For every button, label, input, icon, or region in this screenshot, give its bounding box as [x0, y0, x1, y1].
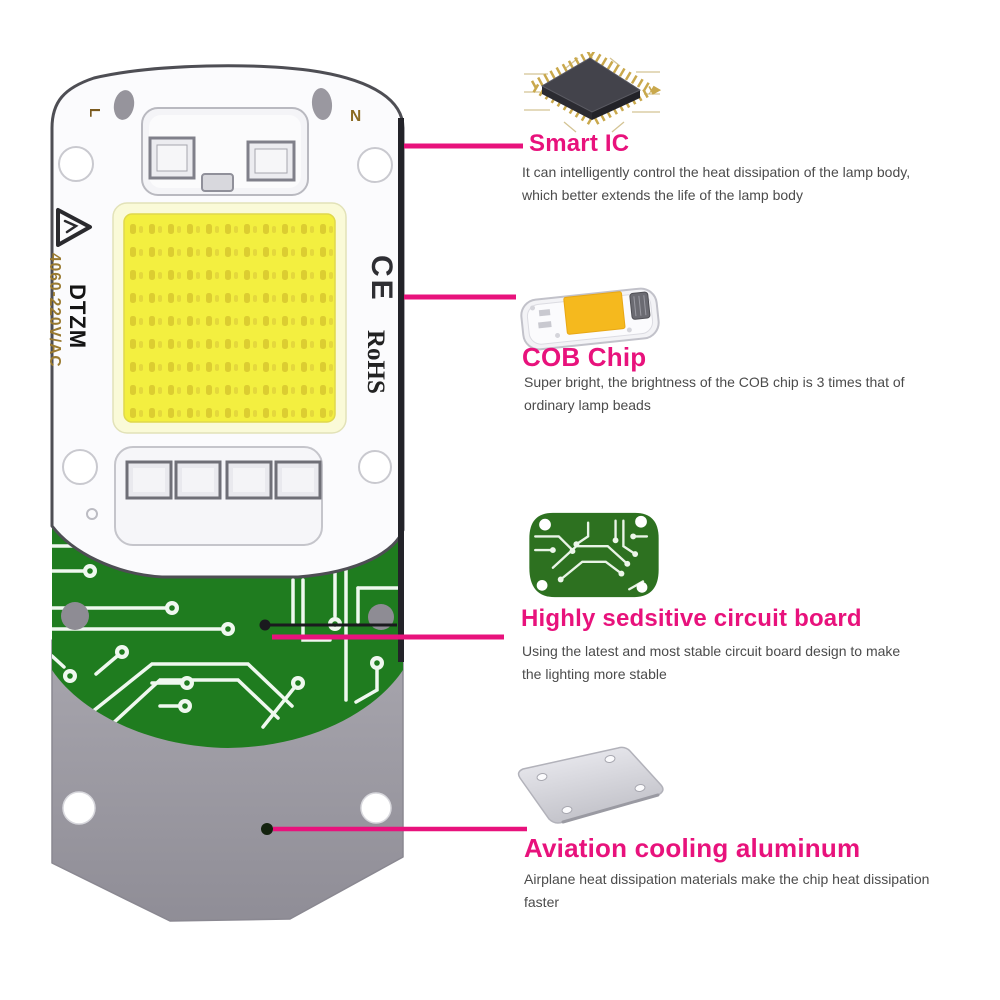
aluminum-mounting-hole [360, 792, 392, 824]
mounting-hole [358, 450, 392, 484]
callout-description: It can intelligently control the heat di… [522, 164, 911, 203]
pcb-through-hole [61, 602, 89, 630]
circuit-board-icon [529, 512, 659, 598]
cob-led-array [112, 202, 347, 434]
callout-description: Airplane heat dissipation materials make… [524, 871, 930, 910]
ce-mark-text: CE [365, 255, 398, 303]
terminal-l-label: L [86, 108, 103, 117]
cob-chip-icon [520, 287, 660, 351]
callout-title: Highly sedsitive circuit board [521, 605, 862, 632]
spec-text: 4060-220V/AC [46, 253, 63, 368]
aluminum-mounting-hole [62, 791, 96, 825]
terminal-slot [201, 173, 234, 192]
output-terminal-block [114, 446, 323, 546]
callout-description: Using the latest and most stable circuit… [522, 643, 901, 682]
ac-input-terminal-block [141, 107, 309, 196]
high-voltage-warning-icon [56, 208, 92, 247]
brand-text: DTZM [65, 284, 90, 349]
terminal-n-label: N [350, 108, 361, 125]
pointer-dot-aluminum [261, 823, 273, 835]
callout-title: Smart IC [529, 130, 630, 157]
led-module-photo: L N 4060-220V/AC DTZM CE RoHS [46, 64, 405, 922]
aluminum-plate-icon [517, 746, 664, 824]
rohs-mark-text: RoHS [362, 330, 389, 394]
mounting-hole [58, 146, 94, 182]
smart-ic-chip-icon [522, 52, 662, 133]
pointer-dot-circuit-board [259, 619, 271, 631]
callout-title: Aviation cooling aluminum [524, 833, 861, 863]
solder-pad [311, 88, 333, 120]
mounting-hole [62, 449, 98, 485]
mounting-hole [357, 147, 393, 183]
solder-pad [113, 90, 135, 120]
alignment-dot [86, 508, 98, 520]
callout-title: COB Chip [522, 342, 647, 372]
callout-description: Super bright, the brightness of the COB … [524, 374, 905, 413]
ceramic-module-body: L N 4060-220V/AC DTZM CE RoHS [46, 64, 405, 662]
